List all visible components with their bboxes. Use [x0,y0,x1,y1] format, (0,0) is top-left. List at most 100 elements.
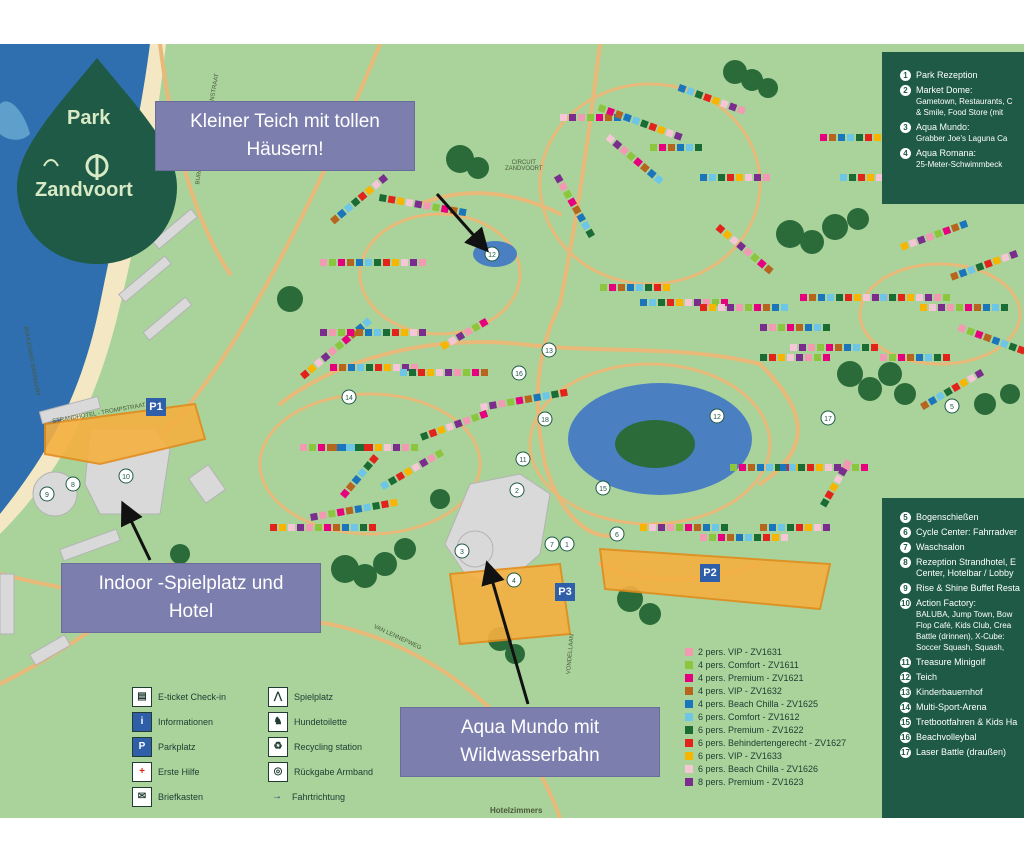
holiday-house[interactable] [348,444,355,451]
holiday-house[interactable] [823,524,830,531]
holiday-house[interactable] [659,144,666,151]
holiday-house[interactable] [808,344,815,351]
holiday-house[interactable] [472,369,479,376]
holiday-house[interactable] [542,391,551,400]
holiday-house[interactable] [411,444,418,451]
holiday-house[interactable] [835,344,842,351]
holiday-house[interactable] [858,174,865,181]
holiday-house[interactable] [727,304,734,311]
holiday-house[interactable] [614,110,624,120]
poi-marker[interactable] [944,398,960,414]
holiday-house[interactable] [402,364,409,371]
holiday-house[interactable] [709,534,716,541]
holiday-house[interactable] [365,259,372,266]
holiday-house[interactable] [966,265,976,275]
holiday-house[interactable] [318,511,327,520]
poi-marker[interactable] [341,389,357,405]
parking-p1[interactable]: P1 [146,398,166,416]
holiday-house[interactable] [853,344,860,351]
holiday-house[interactable] [686,87,696,97]
holiday-house[interactable] [378,194,387,203]
holiday-house[interactable] [721,524,728,531]
holiday-house[interactable] [372,501,381,510]
holiday-house[interactable] [387,476,398,486]
holiday-house[interactable] [754,174,761,181]
holiday-house[interactable] [880,354,887,361]
poi-marker[interactable] [595,480,611,496]
holiday-house[interactable] [327,509,336,518]
holiday-house[interactable] [279,524,286,531]
holiday-house[interactable] [649,299,656,306]
holiday-house[interactable] [842,458,853,469]
holiday-house[interactable] [1016,345,1024,355]
holiday-house[interactable] [950,223,960,233]
holiday-house[interactable] [787,324,794,331]
holiday-house[interactable] [639,119,649,129]
holiday-house[interactable] [345,481,356,492]
holiday-house[interactable] [387,195,396,204]
holiday-house[interactable] [676,524,683,531]
holiday-house[interactable] [463,369,470,376]
holiday-house[interactable] [392,259,399,266]
holiday-house[interactable] [925,232,935,242]
holiday-house[interactable] [341,334,352,345]
holiday-house[interactable] [409,369,416,376]
holiday-house[interactable] [436,369,443,376]
holiday-house[interactable] [1001,304,1008,311]
holiday-house[interactable] [694,299,701,306]
holiday-house[interactable] [736,534,743,541]
holiday-house[interactable] [569,114,576,121]
holiday-house[interactable] [950,271,959,281]
holiday-house[interactable] [506,398,515,407]
holiday-house[interactable] [380,500,390,509]
holiday-house[interactable] [654,284,661,291]
holiday-house[interactable] [478,318,489,328]
holiday-house[interactable] [364,185,375,196]
holiday-house[interactable] [363,461,374,471]
holiday-house[interactable] [658,299,665,306]
holiday-house[interactable] [306,363,317,374]
holiday-house[interactable] [715,224,726,234]
holiday-house[interactable] [992,304,999,311]
holiday-house[interactable] [330,364,337,371]
holiday-house[interactable] [700,534,707,541]
holiday-house[interactable] [553,174,564,184]
holiday-house[interactable] [703,299,710,306]
holiday-house[interactable] [722,229,733,240]
holiday-house[interactable] [729,235,740,246]
holiday-house[interactable] [800,294,807,301]
holiday-house[interactable] [384,364,391,371]
holiday-house[interactable] [880,294,887,301]
holiday-house[interactable] [445,422,455,432]
holiday-house[interactable] [347,329,354,336]
holiday-house[interactable] [900,241,909,251]
holiday-house[interactable] [609,284,616,291]
holiday-house[interactable] [420,431,429,441]
holiday-house[interactable] [772,304,779,311]
holiday-house[interactable] [814,354,821,361]
holiday-house[interactable] [488,401,497,410]
holiday-house[interactable] [392,329,399,336]
holiday-house[interactable] [898,354,905,361]
holiday-house[interactable] [320,329,327,336]
holiday-house[interactable] [938,304,945,311]
holiday-house[interactable] [449,206,458,215]
holiday-house[interactable] [313,357,324,368]
holiday-house[interactable] [966,373,977,384]
holiday-house[interactable] [778,324,785,331]
holiday-house[interactable] [576,212,586,223]
holiday-house[interactable] [823,354,830,361]
holiday-house[interactable] [929,304,936,311]
holiday-house[interactable] [580,220,591,231]
holiday-house[interactable] [653,174,664,185]
holiday-house[interactable] [646,168,657,179]
holiday-house[interactable] [396,197,405,206]
holiday-house[interactable] [745,174,752,181]
holiday-house[interactable] [721,299,728,306]
holiday-house[interactable] [685,299,692,306]
poi-marker[interactable] [65,476,81,492]
holiday-house[interactable] [816,464,823,471]
holiday-house[interactable] [356,259,363,266]
holiday-house[interactable] [455,331,466,342]
holiday-house[interactable] [856,134,863,141]
